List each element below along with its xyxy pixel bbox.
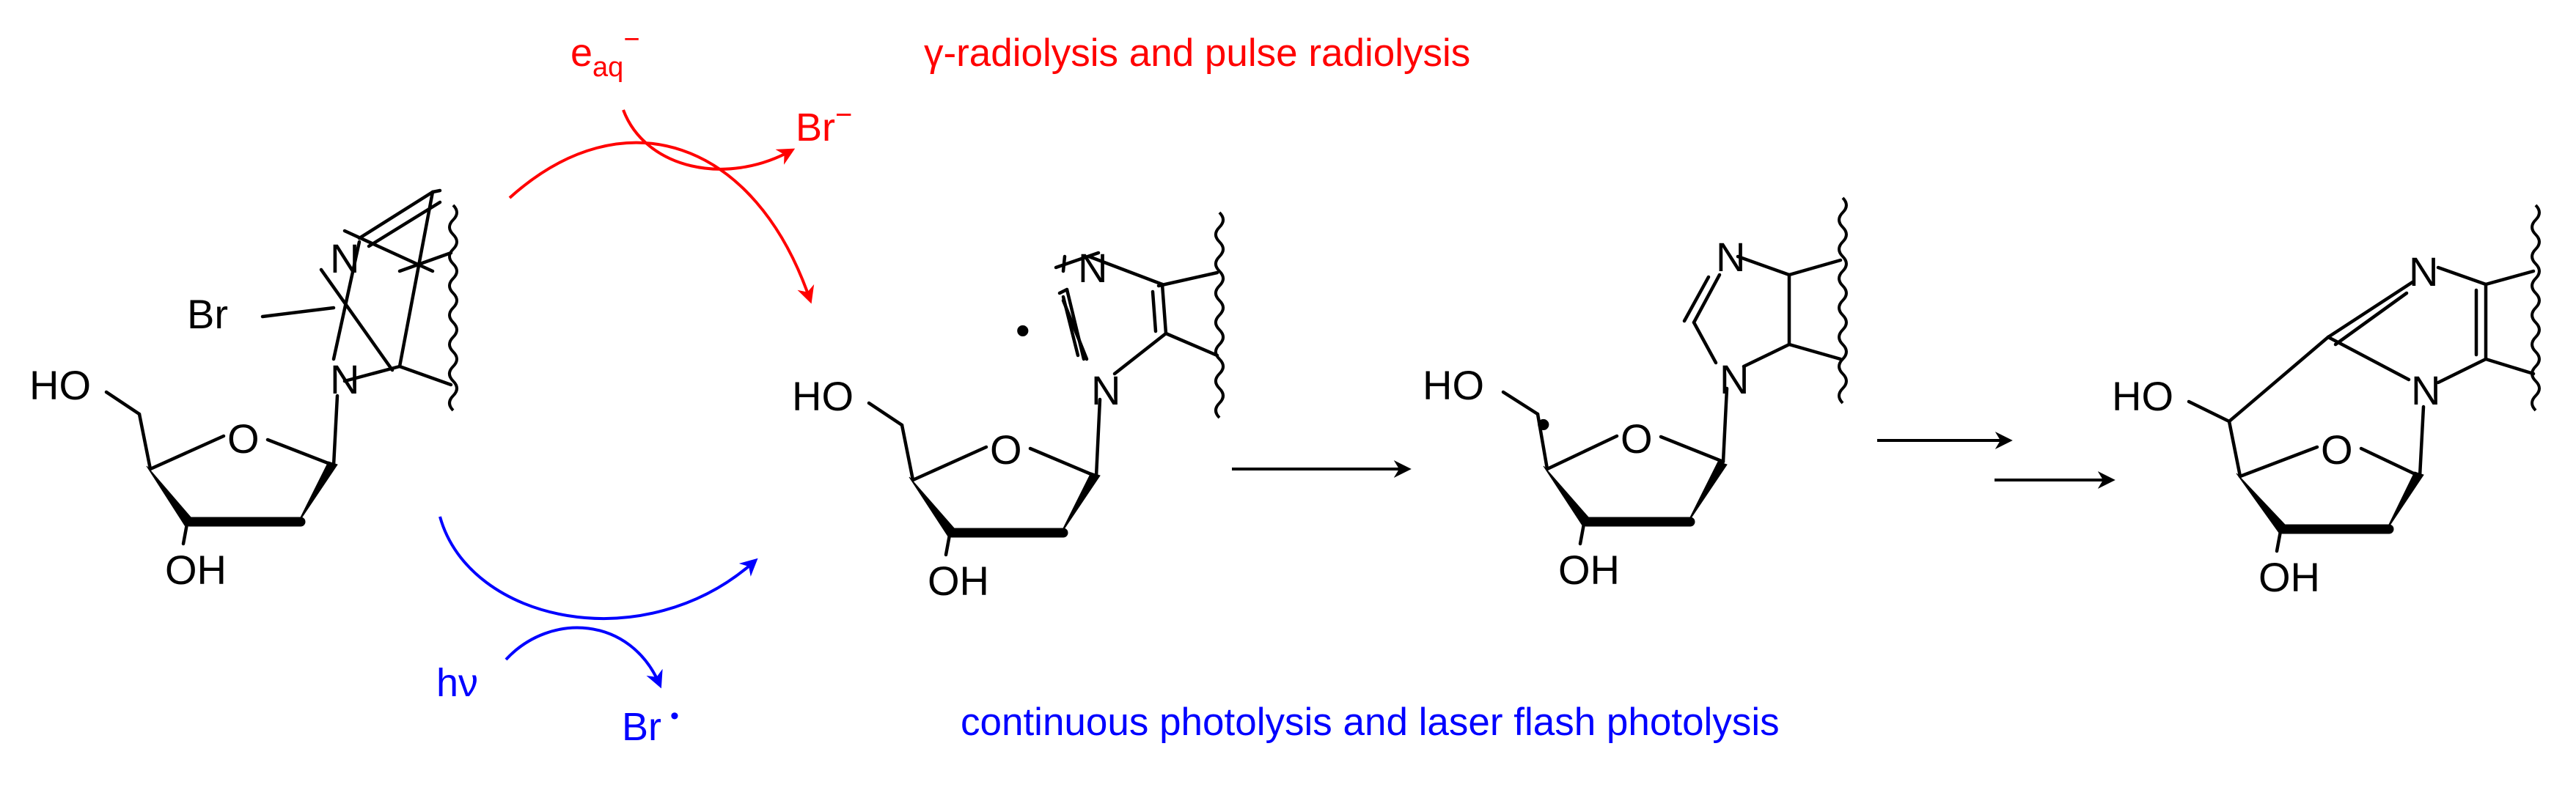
photolysis-main-arrow xyxy=(438,516,758,620)
c5prime-radical-dot: • xyxy=(1536,401,1551,447)
atom-n9: N xyxy=(2411,367,2440,413)
atom-ho-5prime: HO xyxy=(2112,373,2173,419)
atom-oh-3prime: OH xyxy=(928,558,989,604)
c5prime-radical-structure: N N • O HO OH xyxy=(1423,196,1848,593)
radiolysis-main-arrow xyxy=(508,141,815,304)
hydrated-electron-label: eaq− xyxy=(570,24,640,83)
photolysis-condition-label: continuous photolysis and laser flash ph… xyxy=(961,701,1780,744)
atom-n3: N xyxy=(1716,234,1745,280)
photolysis-arrows xyxy=(438,516,758,689)
cyclonucleoside-product-structure: N N O HO OH xyxy=(2112,204,2541,600)
bromine-radical-label: Br• xyxy=(622,702,679,749)
atom-oh-3prime: OH xyxy=(165,547,227,593)
atom-ho-5prime: HO xyxy=(29,362,91,408)
c8-radical-structure: N N • O HO OH xyxy=(792,211,1225,604)
atom-n9: N xyxy=(1720,356,1749,402)
atom-n9: N xyxy=(1091,367,1120,413)
atom-o-ring: O xyxy=(990,427,1022,473)
atom-n3: N xyxy=(1078,245,1107,291)
atom-o-ring: O xyxy=(227,416,260,462)
bromide-label: Br− xyxy=(796,99,852,149)
atom-n3: N xyxy=(2409,248,2438,295)
atom-n9: N xyxy=(330,356,359,402)
light-label: hν xyxy=(436,661,478,705)
atom-ho-5prime: HO xyxy=(792,373,854,419)
atom-o-ring: O xyxy=(2321,427,2353,473)
atom-o-ring: O xyxy=(1621,416,1653,462)
electron-attachment-arrow xyxy=(622,109,796,171)
atom-oh-3prime: OH xyxy=(1558,547,1620,593)
radiolysis-condition-label: γ-radiolysis and pulse radiolysis xyxy=(924,32,1470,75)
atom-oh-3prime: OH xyxy=(2258,554,2320,600)
bromine-release-arrow xyxy=(504,626,663,689)
atom-br: Br xyxy=(187,291,228,337)
atom-n3: N xyxy=(330,235,359,281)
radiolysis-arrows xyxy=(508,109,815,304)
atom-ho-5prime: HO xyxy=(1423,362,1484,408)
bromo-nucleoside-structure: N N Br O HO OH xyxy=(29,188,458,593)
c8-radical-dot: • xyxy=(1016,307,1030,353)
